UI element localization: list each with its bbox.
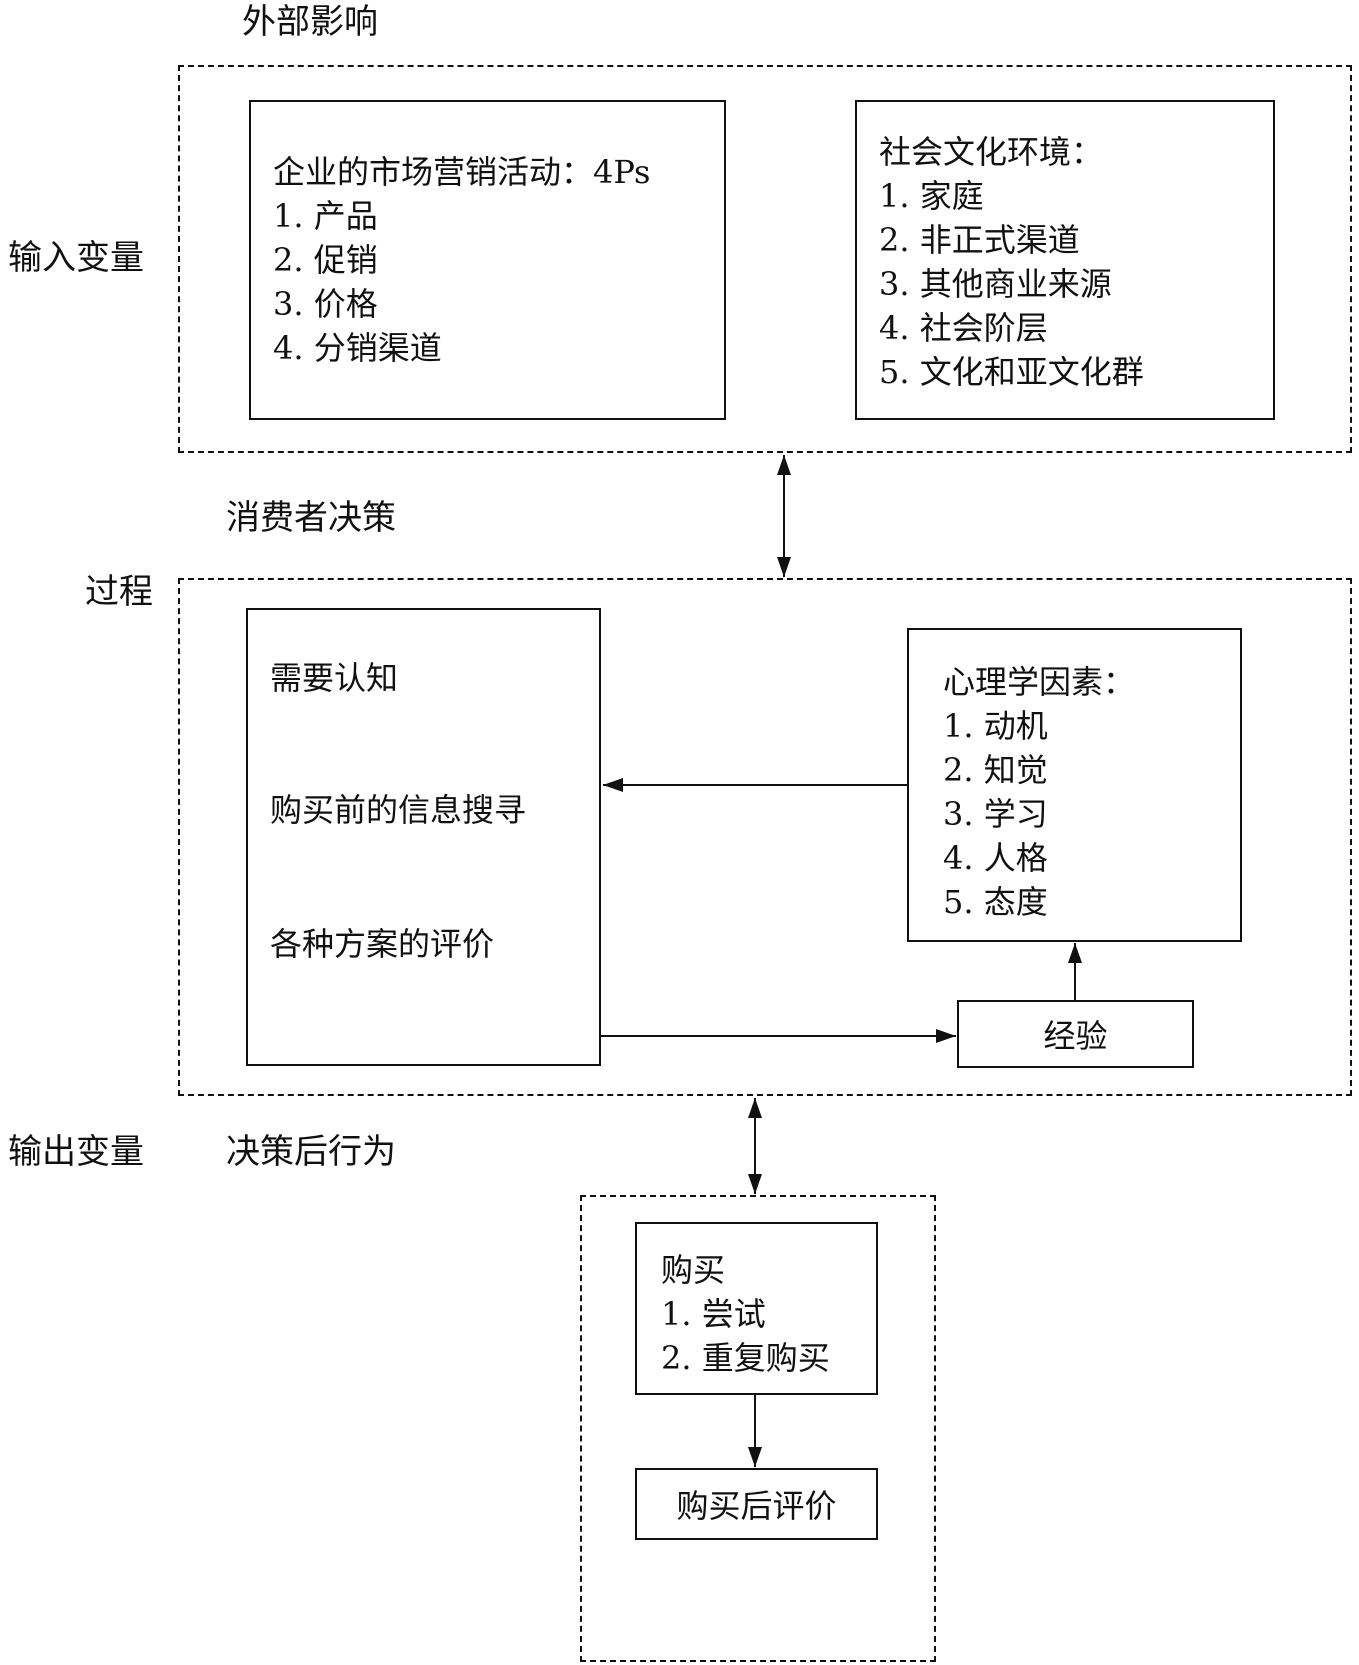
marketing-item: 2. 促销	[273, 241, 378, 279]
psychological-item: 1. 动机	[943, 707, 1048, 745]
marketing-item: 3. 价格	[273, 285, 378, 323]
consumer-decision-label: 消费者决策	[226, 498, 396, 538]
psychological-item: 4. 人格	[943, 839, 1048, 877]
experience-label: 经验	[1043, 1017, 1108, 1055]
post-decision-behavior-label: 决策后行为	[226, 1132, 396, 1172]
sociocultural-title: 社会文化环境：	[879, 133, 1104, 171]
marketing-activities-box: 企业的市场营销活动：4Ps 1. 产品 2. 促销 3. 价格 4. 分销渠道	[249, 100, 726, 420]
external-influence-label: 外部影响	[242, 2, 378, 42]
output-variables-label: 输出变量	[8, 1132, 144, 1172]
psychological-item: 2. 知觉	[943, 751, 1048, 789]
stage-need-recognition: 需要认知	[270, 659, 399, 697]
experience-box: 经验	[957, 1000, 1194, 1068]
marketing-item: 4. 分销渠道	[273, 329, 442, 367]
psychological-item: 3. 学习	[943, 795, 1048, 833]
marketing-title: 企业的市场营销活动：4Ps	[273, 153, 651, 191]
sociocultural-environment-box: 社会文化环境： 1. 家庭 2. 非正式渠道 3. 其他商业来源 4. 社会阶层…	[855, 100, 1275, 420]
external-influence-region	[178, 65, 1352, 453]
sociocultural-item: 1. 家庭	[879, 177, 984, 215]
sociocultural-item: 3. 其他商业来源	[879, 265, 1112, 303]
purchase-item: 2. 重复购买	[661, 1339, 830, 1377]
post-decision-region	[580, 1195, 936, 1662]
stage-prepurchase-search: 购买前的信息搜寻	[270, 791, 527, 829]
post-purchase-evaluation-box: 购买后评价	[635, 1468, 878, 1540]
purchase-item: 1. 尝试	[661, 1295, 766, 1333]
sociocultural-item: 5. 文化和亚文化群	[879, 353, 1144, 391]
psychological-item: 5. 态度	[943, 883, 1048, 921]
input-variables-label: 输入变量	[8, 238, 144, 278]
post-purchase-evaluation-label: 购买后评价	[676, 1487, 837, 1525]
purchase-title: 购买	[661, 1251, 726, 1289]
process-label: 过程	[85, 572, 153, 612]
decision-stages-box: 需要认知 购买前的信息搜寻 各种方案的评价	[246, 608, 601, 1066]
purchase-box: 购买 1. 尝试 2. 重复购买	[635, 1222, 878, 1395]
marketing-item: 1. 产品	[273, 197, 378, 235]
stage-evaluation-of-alternatives: 各种方案的评价	[270, 925, 495, 963]
psychological-title: 心理学因素：	[943, 663, 1136, 701]
sociocultural-item: 4. 社会阶层	[879, 309, 1048, 347]
psychological-factors-box: 心理学因素： 1. 动机 2. 知觉 3. 学习 4. 人格 5. 态度	[907, 628, 1242, 942]
decision-process-region	[178, 578, 1352, 1096]
sociocultural-item: 2. 非正式渠道	[879, 221, 1080, 259]
